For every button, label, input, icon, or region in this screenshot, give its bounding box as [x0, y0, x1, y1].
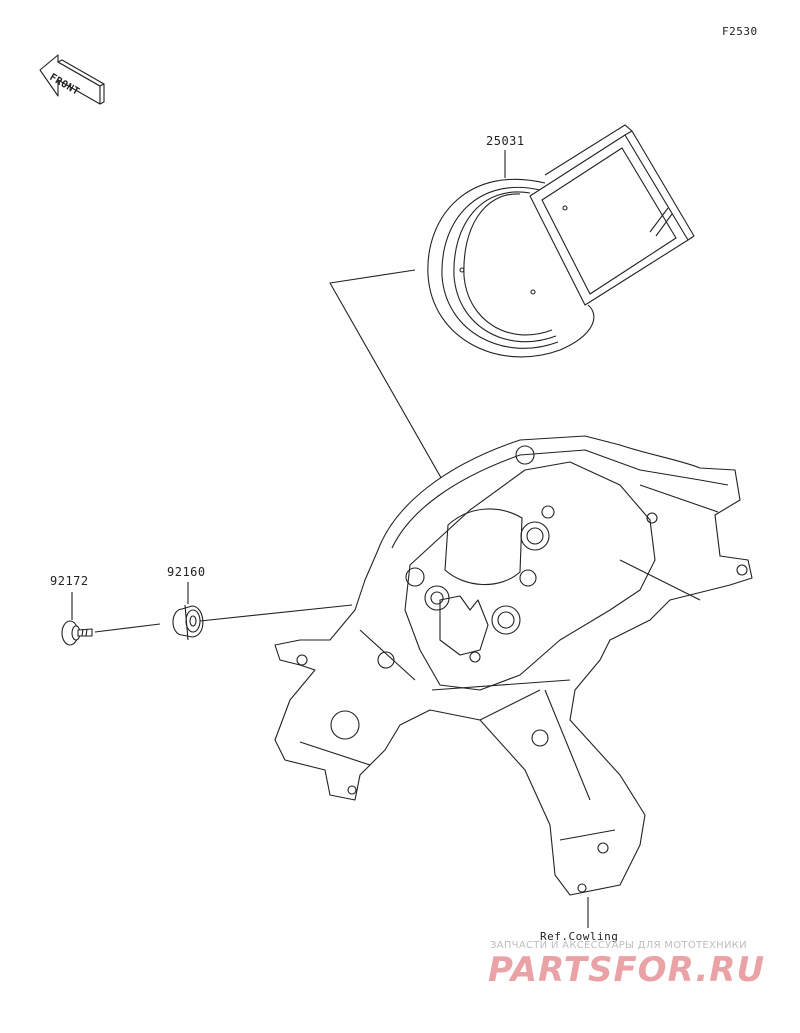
- front-arrow-icon: [39, 54, 105, 105]
- part-number-25031: 25031: [486, 134, 525, 148]
- damper-drawing: [172, 604, 204, 641]
- part-number-92160: 92160: [167, 565, 206, 579]
- figure-code: F2530: [722, 25, 758, 38]
- reference-label: Ref.Cowling: [540, 930, 619, 943]
- meter-bracket-drawing: [274, 435, 753, 896]
- watermark-tagline: ЗАПЧАСТИ И АКСЕССУАРЫ ДЛЯ МОТОТЕХНИКИ: [490, 940, 747, 951]
- screw-drawing: [61, 620, 93, 646]
- part-number-92172: 92172: [50, 574, 89, 588]
- meter-assembly-drawing: [427, 124, 695, 358]
- watermark-brand: PARTSFOR.RU: [488, 950, 766, 990]
